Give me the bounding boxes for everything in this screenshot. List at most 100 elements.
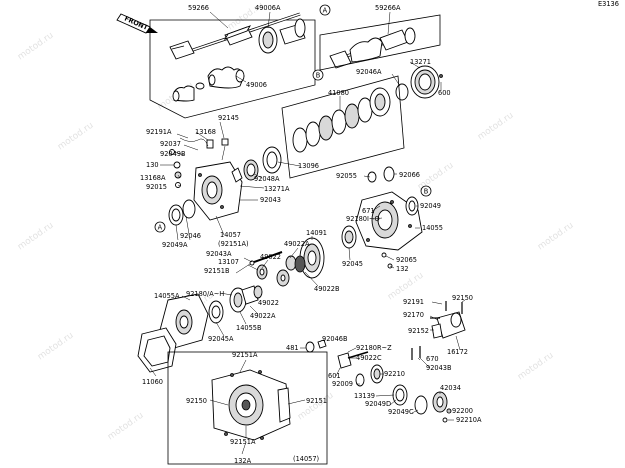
watermark: motod.ru <box>56 121 96 153</box>
left-gear-housing <box>193 161 243 221</box>
svg-text:A: A <box>158 223 163 231</box>
label-92015: 92015 <box>146 183 167 191</box>
axle-assembly-frame <box>149 19 316 119</box>
label-92150-left: 92150 <box>186 397 207 405</box>
label-92170: 92170 <box>403 311 424 319</box>
label-92009: 92009 <box>332 380 353 388</box>
label-92152: 92152 <box>408 327 429 335</box>
label-92210A: 92210A <box>456 416 482 424</box>
label-92066: 92066 <box>399 171 420 179</box>
label-92145: 92145 <box>218 114 239 122</box>
label-49022C: 49022C <box>356 354 382 362</box>
pinion-shaft-13107 <box>249 251 283 266</box>
label-49022A: 49022A <box>284 240 310 248</box>
label-92043A: 92043A <box>206 250 232 258</box>
differential-assembly <box>211 369 291 441</box>
pinion-49022C <box>337 351 369 369</box>
label-14057: 14057 <box>220 231 241 239</box>
bolts-92191 <box>430 301 447 319</box>
label-13139: 13139 <box>354 392 375 400</box>
watermark: motod.ru <box>536 221 576 253</box>
svg-text:B: B <box>316 71 321 79</box>
seal-92045A <box>208 300 224 324</box>
label-59266A: 59266A <box>375 4 401 12</box>
label-132: 132 <box>396 265 409 273</box>
label-92049: 92049 <box>420 202 441 210</box>
seal-92049C <box>414 395 428 415</box>
label-14055: 14055 <box>422 224 443 232</box>
label-92210: 92210 <box>384 370 405 378</box>
front-label: FRONT <box>123 15 149 33</box>
label-92046A: 92046A <box>356 68 382 76</box>
clamp-92191A <box>179 137 209 147</box>
label-92037: 92037 <box>160 140 181 148</box>
front-arrow: FRONT <box>116 13 158 34</box>
label-92191A: 92191A <box>146 128 172 136</box>
label-49022A-lower: 49022A <box>250 312 276 320</box>
oring-92046A <box>395 83 409 101</box>
label-49022-lower: 49022 <box>258 299 279 307</box>
right-housing-14055 <box>355 191 423 251</box>
gear-49022-b <box>276 269 290 287</box>
gasket-11060 <box>137 327 177 373</box>
shaft-92046B <box>305 339 327 353</box>
switch-92145 <box>221 138 229 161</box>
right-drive-shaft <box>329 27 416 69</box>
clutch-pack-41080 <box>281 75 405 179</box>
svg-text:B: B <box>424 187 429 195</box>
label-13168: 13168 <box>195 128 216 136</box>
label-49022B: 49022B <box>314 285 340 293</box>
label-13107: 13107 <box>218 258 239 266</box>
label-92049D: 92049D <box>365 400 391 408</box>
gear-49022A <box>285 255 297 271</box>
label-92055: 92055 <box>336 172 357 180</box>
label-92049A: 92049A <box>162 241 188 249</box>
left-drive-shaft <box>169 12 306 60</box>
label-92043B: 92043B <box>426 364 452 372</box>
label-130: 130 <box>146 161 159 169</box>
label-13271: 13271 <box>410 58 431 66</box>
label-600: 600 <box>438 89 451 97</box>
label-92043: 92043 <box>260 196 281 204</box>
seal-92049A <box>168 204 184 226</box>
watermark: motod.ru <box>476 111 516 143</box>
bolts-92065 <box>381 252 393 269</box>
label-481: 481 <box>286 344 299 352</box>
housing-cover-14055A <box>159 293 209 349</box>
label-92200: 92200 <box>452 407 473 415</box>
cv-boot-inner <box>207 66 245 89</box>
label-16172: 16172 <box>447 348 468 356</box>
label-14091: 14091 <box>306 229 327 237</box>
seal-13271 <box>410 65 440 99</box>
gear-49022B <box>294 255 306 273</box>
label-92191: 92191 <box>403 298 424 306</box>
label-601: 601 <box>328 372 341 380</box>
callout-a-left: A <box>154 221 166 233</box>
label-49022: 49022 <box>260 253 281 261</box>
watermark: motod.ru <box>16 31 56 63</box>
right-shaft-frame <box>319 14 441 71</box>
label-11060: 11060 <box>142 378 163 386</box>
gear-49022-lower <box>253 285 263 299</box>
callout-b-top: B <box>312 69 324 81</box>
watermark: motod.ru <box>106 411 146 443</box>
diagram-code: E3136 <box>598 0 619 8</box>
svg-text:A: A <box>323 6 328 14</box>
oring-92066 <box>383 166 395 182</box>
callout-b-right: B <box>420 185 432 197</box>
label-42034: 42034 <box>440 384 461 392</box>
label-92046B: 92046B <box>322 335 348 343</box>
label-92180R-Z: 92180R~Z <box>356 344 392 352</box>
part-labels: 59266 49006A 49006 59266A 13271 92046A 6… <box>140 4 482 465</box>
ring-13096 <box>262 146 282 174</box>
label-41080: 41080 <box>328 89 349 97</box>
label-92045: 92045 <box>342 260 363 268</box>
label-13168A: 13168A <box>140 174 166 182</box>
callout-a-top: A <box>319 4 331 16</box>
label-92065: 92065 <box>396 256 417 264</box>
pins-92043B <box>411 346 421 360</box>
seal-92049D <box>392 384 408 406</box>
label-92151-right: 92151 <box>306 397 327 405</box>
label-92049B: 92049B <box>160 150 186 158</box>
